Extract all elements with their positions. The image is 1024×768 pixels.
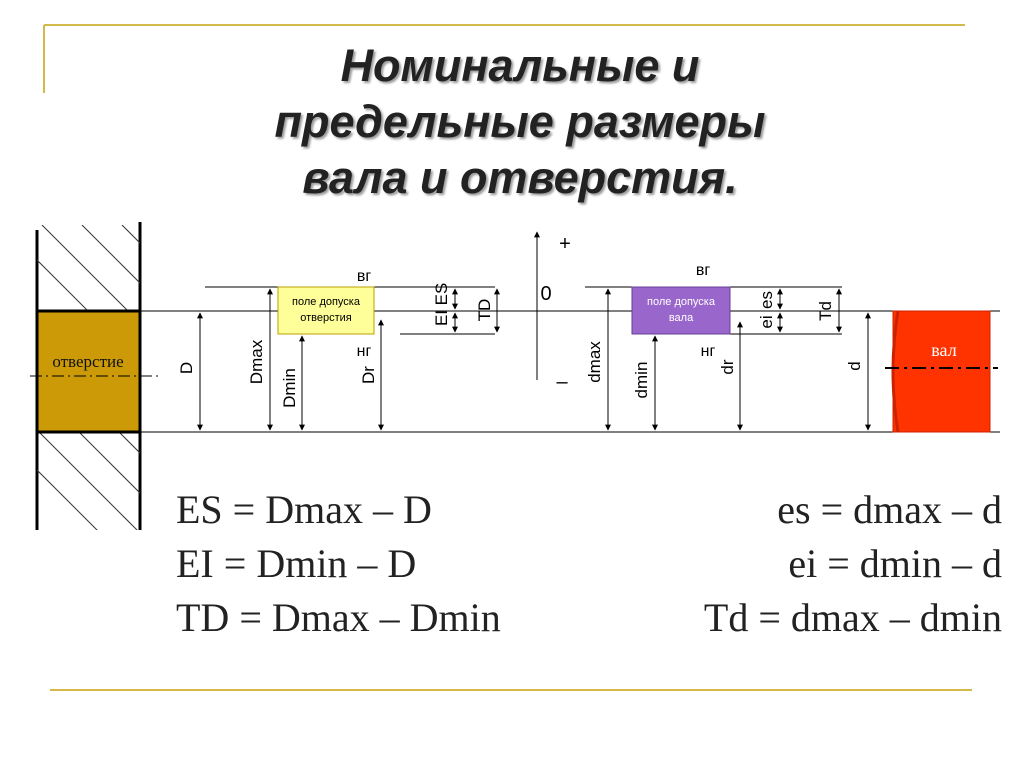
dim-Dmax: Dmax <box>247 339 266 384</box>
formula-ei: ei = dmin – d <box>788 541 1002 586</box>
dim-d: d <box>845 361 864 370</box>
formula-TD: TD = Dmax – Dmin <box>176 595 501 640</box>
hole-body <box>35 309 142 434</box>
shaft-dimension-lines <box>605 288 871 431</box>
plus-label: + <box>559 233 571 255</box>
hole-lower-label: нг <box>357 343 372 360</box>
dim-Dr: Dr <box>359 366 378 384</box>
formula-es: es = dmax – d <box>777 487 1002 532</box>
minus-label: – <box>556 371 568 393</box>
reference-lines <box>140 286 1000 433</box>
shaft-label: вал <box>931 340 956 360</box>
shaft-upper-label: вг <box>696 262 711 279</box>
dim-ei: ei <box>757 315 776 328</box>
dim-dr: dr <box>718 359 737 374</box>
dim-EI: EI <box>432 310 451 326</box>
title-line: вала и отверстия. <box>302 152 738 203</box>
dim-dmax: dmax <box>585 341 604 383</box>
formula-EI: EI = Dmin – D <box>176 541 417 586</box>
hole-upper-label: вг <box>357 268 372 285</box>
shaft-body <box>891 310 991 433</box>
shaft-field-label: поле допуска <box>647 296 716 308</box>
dim-D: D <box>177 362 196 374</box>
zero-label: 0 <box>540 283 551 305</box>
dim-Dmin: Dmin <box>280 368 299 408</box>
shaft-formulas: es = dmax – d ei = dmin – d Td = dmax – … <box>704 483 1002 645</box>
dim-es: es <box>757 291 776 309</box>
dim-Td: Td <box>816 301 835 321</box>
dim-TD: TD <box>475 299 494 322</box>
dim-ES: ES <box>432 283 451 306</box>
formula-ES: ES = Dmax – D <box>176 487 432 532</box>
hole-field-label: поле допуска <box>292 296 361 308</box>
shaft-tolerance-field <box>631 286 731 335</box>
hole-dimension-lines <box>197 288 500 431</box>
slide-title: Номинальные и предельные размеры вала и … <box>150 38 890 206</box>
shaft-lower-label: нг <box>701 343 716 360</box>
formula-Td: Td = dmax – dmin <box>703 595 1002 640</box>
title-line: предельные размеры <box>274 96 766 147</box>
title-line: Номинальные и <box>340 40 700 91</box>
shaft-field-label: вала <box>669 312 694 324</box>
hole-tolerance-field <box>277 286 375 335</box>
hole-formulas: ES = Dmax – D EI = Dmin – D TD = Dmax – … <box>176 483 501 645</box>
dim-dmin: dmin <box>632 362 651 399</box>
hole-label: отверстие <box>52 352 123 371</box>
hole-field-label: отверстия <box>300 312 352 324</box>
